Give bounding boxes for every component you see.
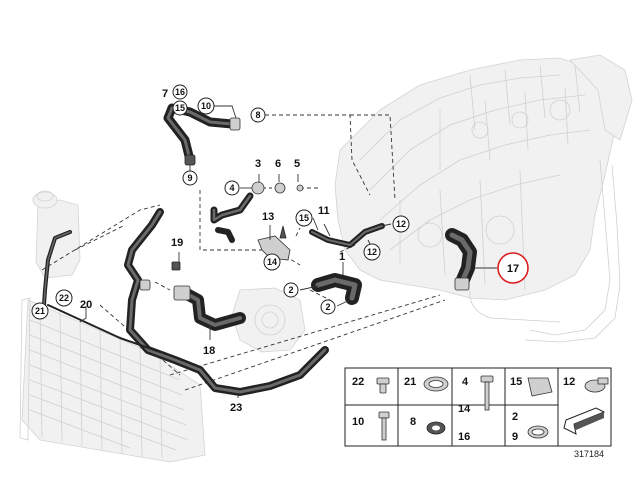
legend-cell-21: 21 [404, 376, 449, 392]
callout-21: 21 [35, 306, 45, 316]
parts-legend: 22 21 4 14 15 12 10 [344, 367, 612, 447]
callout-12-lower: 12 [367, 247, 377, 257]
radiator [19, 297, 206, 463]
legend-cell-8: 8 [410, 416, 446, 435]
legend-cell-15: 15 [510, 376, 553, 397]
callout-4: 4 [229, 183, 234, 193]
svg-text:14: 14 [458, 403, 471, 415]
callout-14: 14 [267, 257, 277, 267]
hose-1 [311, 273, 362, 305]
hose-3 [210, 181, 304, 243]
dashed-group-lines [41, 114, 446, 391]
callout-labels: 7 16 15 10 8 9 3 6 5 4 13 14 11 15 [31, 84, 529, 414]
hose-11 [309, 223, 385, 248]
callout-2-a: 2 [288, 285, 293, 295]
svg-text:9: 9 [512, 431, 518, 443]
svg-text:2: 2 [512, 411, 518, 423]
callout-2-b: 2 [325, 302, 330, 312]
callout-17-highlight [497, 252, 529, 284]
legend-cell-22: 22 [352, 376, 390, 394]
svg-text:4: 4 [462, 376, 469, 388]
legend-cell-16: 16 [458, 431, 470, 443]
svg-text:10: 10 [352, 416, 364, 428]
callout-7: 7 [162, 88, 168, 100]
svg-text:8: 8 [410, 416, 416, 428]
hose-20 [47, 304, 161, 353]
svg-text:15: 15 [510, 376, 522, 388]
callout-15-mid: 15 [299, 213, 309, 223]
legend-arrow-symbol [563, 407, 606, 435]
bracket-13 [257, 225, 291, 261]
callout-13: 13 [262, 211, 274, 223]
callout-5: 5 [294, 158, 300, 170]
water-pump-ghost [231, 287, 306, 353]
callout-10: 10 [201, 101, 211, 111]
callout-6: 6 [275, 158, 281, 170]
callout-8: 8 [255, 110, 260, 120]
engine-block-ghost [334, 54, 633, 343]
callout-15-top: 15 [175, 103, 185, 113]
callout-11: 11 [318, 205, 330, 217]
legend-cell-12: 12 [563, 376, 609, 393]
hose-18 [124, 208, 329, 396]
callout-12-right: 12 [396, 219, 406, 229]
hose-7 [163, 103, 241, 166]
expansion-tank [32, 190, 81, 279]
callout-9: 9 [187, 173, 192, 183]
svg-text:22: 22 [352, 376, 364, 388]
hose-17 [445, 228, 477, 291]
legend-cell-10: 10 [352, 411, 390, 441]
hose-22 [42, 230, 72, 307]
callout-22: 22 [59, 293, 69, 303]
callout-17: 17 [507, 263, 519, 275]
legend-cell-2-9: 2 9 [512, 411, 549, 443]
svg-text:21: 21 [404, 376, 416, 388]
svg-text:16: 16 [458, 431, 470, 443]
reference-id: 317184 [574, 449, 604, 459]
legend-cell-4-14: 4 14 [458, 375, 494, 415]
callout-3: 3 [255, 158, 261, 170]
callout-1: 1 [339, 251, 345, 263]
callout-18: 18 [203, 345, 215, 357]
ghost-pipe [469, 289, 561, 323]
callout-16: 16 [175, 87, 185, 97]
callout-19: 19 [171, 237, 183, 249]
callout-20: 20 [80, 299, 92, 311]
callout-23: 23 [230, 402, 242, 414]
svg-text:12: 12 [563, 376, 575, 388]
